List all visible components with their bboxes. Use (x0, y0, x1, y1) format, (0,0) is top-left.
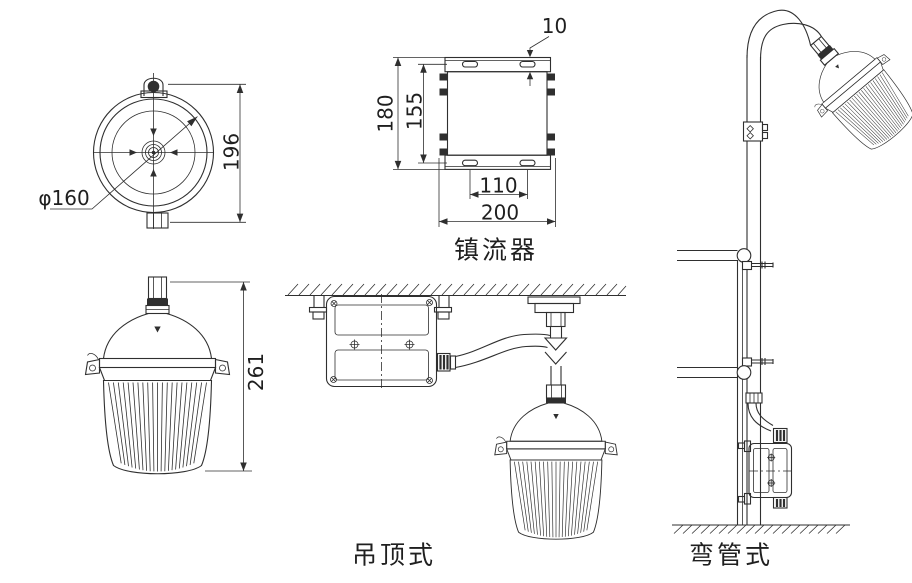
side-mount-tabs (439, 73, 555, 156)
ballast-view: 10 180 155 110 200 镇流器 (374, 14, 568, 265)
pole-view-title: 弯管式 (689, 541, 773, 570)
top-view: 196 φ160 (38, 73, 246, 229)
guardrail-post (736, 260, 743, 525)
pole-conduit (745, 392, 774, 432)
overall-width-label: 200 (481, 201, 519, 225)
dimension-10: 10 (526, 14, 567, 86)
overall-length-label: 261 (244, 353, 268, 391)
pole-lamp (796, 29, 912, 165)
dimension-261: 261 (170, 281, 268, 472)
lower-rail (677, 357, 774, 380)
crosshair (93, 73, 214, 229)
ballast-body (439, 56, 555, 170)
flexible-conduit (455, 333, 551, 369)
bent-pipe-pole (746, 9, 822, 525)
ceiling (285, 283, 627, 297)
mounting-stem (145, 276, 170, 315)
down-rod (527, 296, 581, 403)
ballast-view-title: 镇流器 (454, 236, 538, 265)
ceiling-view-title: 吊顶式 (352, 541, 436, 570)
dimension-180: 180 (374, 57, 445, 170)
dimension-200: 200 (438, 158, 556, 227)
dimension-155: 155 (403, 63, 447, 164)
lamp-body (84, 312, 231, 476)
upper-rail (677, 248, 774, 271)
hook-attachment (140, 77, 168, 99)
height-dimension-label: 196 (220, 133, 244, 171)
dimension-110: 110 (469, 170, 528, 199)
dimension-diameter: φ160 (38, 116, 198, 210)
diameter-dimension-label: φ160 (38, 186, 89, 210)
overall-height-label: 180 (374, 94, 398, 132)
bottom-terminal (146, 212, 169, 229)
ballast-box (325, 294, 457, 391)
corner-screws (330, 299, 433, 384)
flange-thickness-label: 10 (542, 14, 567, 38)
pole-mount-view: 弯管式 (672, 9, 912, 570)
conduit-gland (436, 352, 457, 372)
ceiling-mount-view: 吊顶式 (285, 283, 627, 570)
lamp-side-view: 261 (84, 276, 268, 476)
lamp-body (493, 401, 619, 541)
ceiling-hanger-hooks (308, 295, 453, 320)
ground (672, 524, 850, 534)
rod-break-chevron (544, 351, 567, 365)
pole-ballast-box (737, 427, 793, 509)
pole-clamp (742, 121, 769, 142)
dimension-196: 196 (168, 83, 246, 223)
inner-height-label: 155 (403, 92, 427, 130)
cover-screws (349, 339, 415, 350)
rod-break-arrow (543, 337, 568, 351)
slot-spacing-label: 110 (479, 174, 517, 198)
